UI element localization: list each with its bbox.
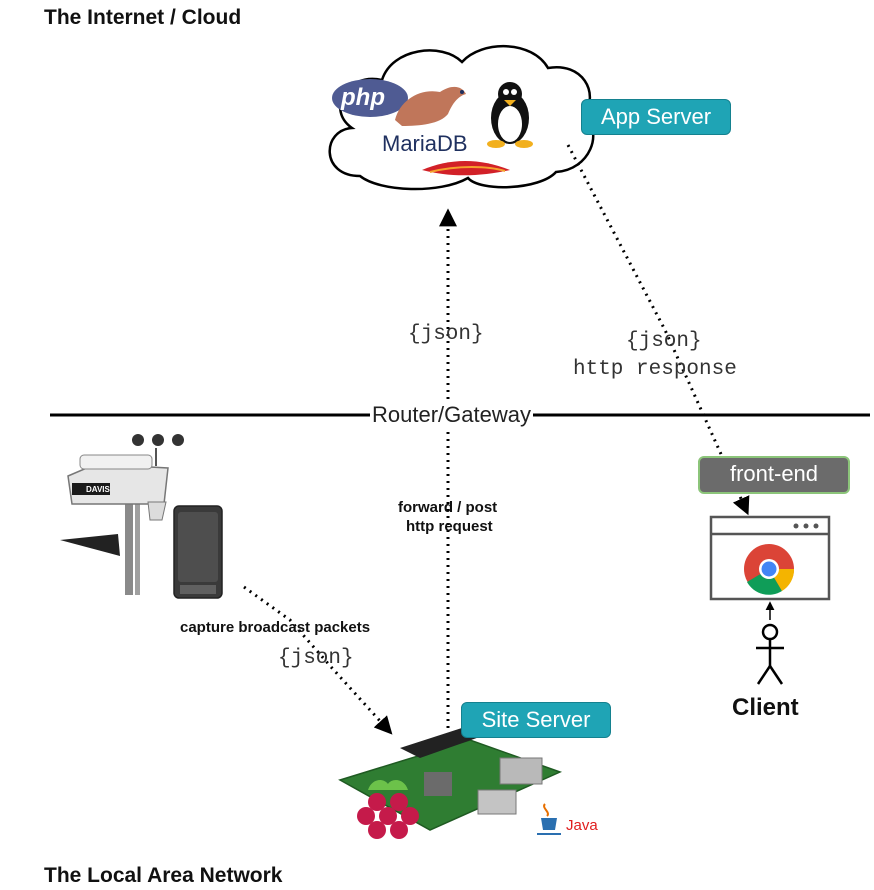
http-response-label: http response [573, 358, 737, 381]
forward-post-label: forward / post [398, 499, 498, 516]
tux-penguin-icon [487, 82, 533, 148]
raspberry-logo-icon [357, 780, 419, 839]
mariadb-seal-icon [395, 86, 466, 126]
lan-zone-title: The Local Area Network [44, 864, 283, 887]
station-json-label: {json} [278, 647, 354, 670]
weather-console-icon [173, 505, 223, 599]
app-server-badge: App Server [581, 99, 731, 135]
java-logo-text: Java [566, 817, 598, 834]
front-end-badge: front-end [698, 456, 850, 494]
client-stick-figure-icon [756, 623, 784, 685]
java-cup-icon [537, 803, 561, 835]
router-gateway-label: Router/Gateway [370, 402, 533, 428]
weather-station-icon [60, 434, 184, 595]
mariadb-logo-text: MariaDB [382, 131, 468, 156]
cloud-to-client-arrow [566, 144, 750, 516]
cloud-to-client-json-label: {json} [626, 330, 702, 353]
capture-broadcast-label: capture broadcast packets [180, 619, 371, 636]
lan-to-cloud-json-label: {json} [408, 323, 484, 346]
php-logo-text: php [341, 84, 385, 111]
client-label: Client [732, 694, 799, 721]
http-request-label: http request [406, 518, 493, 535]
apache-feather-icon [422, 161, 510, 176]
site-server-badge: Site Server [461, 702, 611, 738]
internet-zone-title: The Internet / Cloud [44, 6, 242, 29]
station-to-site-arrow [243, 585, 393, 735]
weather-station-brand-text: DAVIS [86, 485, 110, 494]
chrome-logo-icon [744, 544, 795, 595]
php-logo-icon [332, 79, 408, 117]
